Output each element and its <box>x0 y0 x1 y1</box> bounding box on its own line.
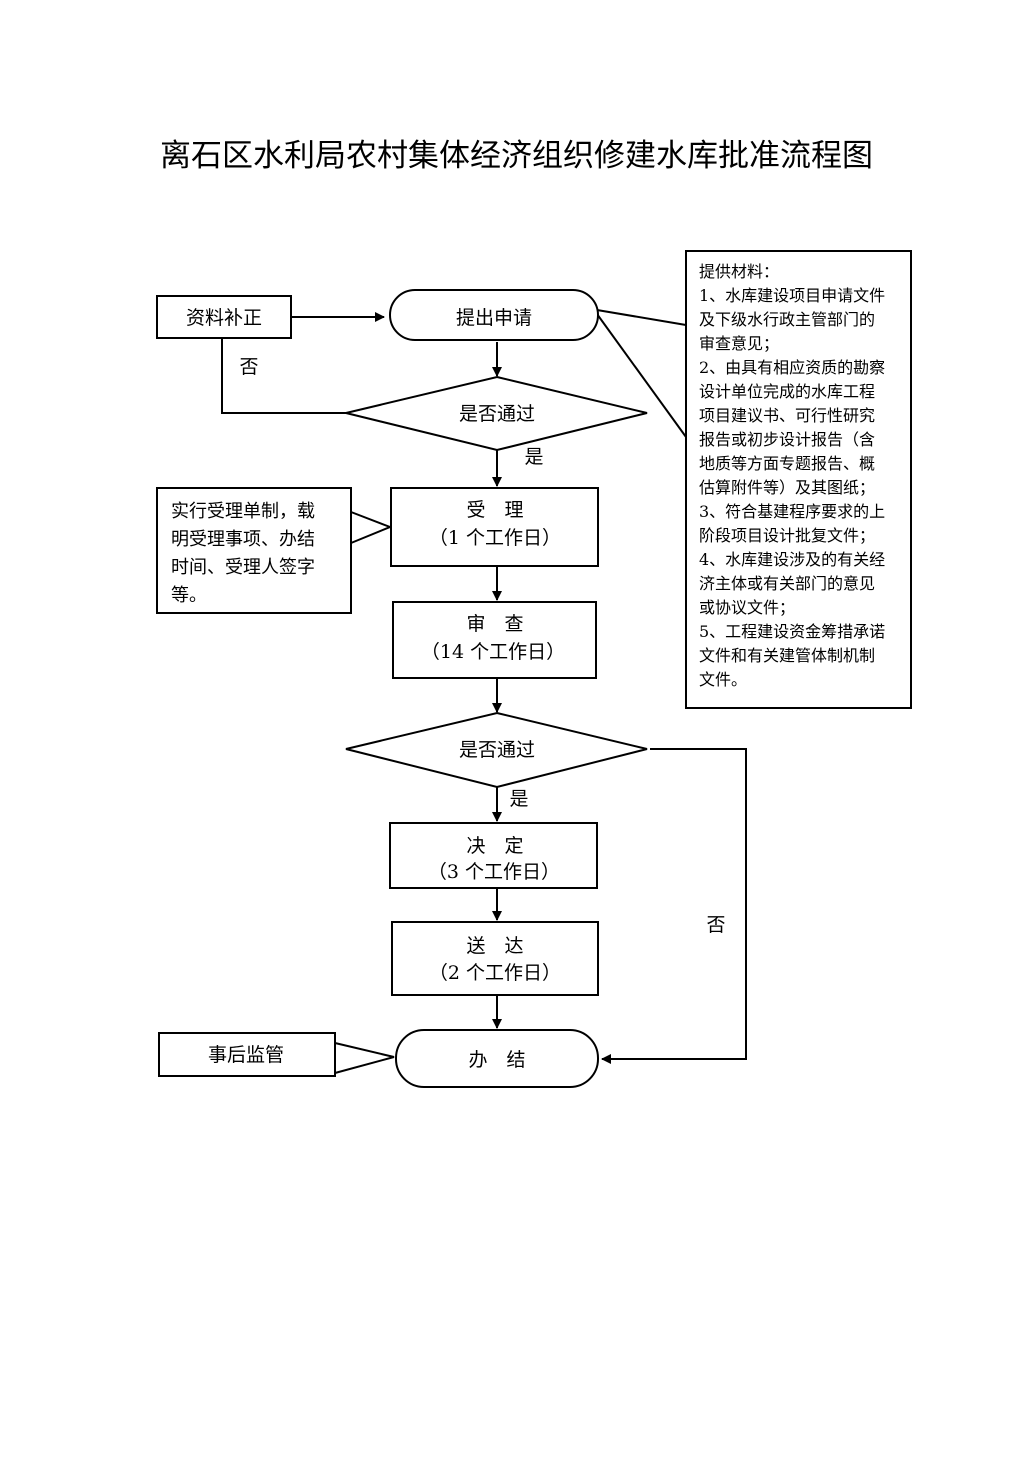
materials-line: 1、水库建设项目申请文件 <box>699 286 885 305</box>
supplement-box <box>156 295 292 339</box>
review-label: 审 查 <box>466 613 523 635</box>
page-title: 离石区水利局农村集体经济组织修建水库批准流程图 <box>160 138 873 174</box>
review-days: （14 个工作日） <box>421 641 565 663</box>
accept-note-line: 等。 <box>171 585 207 606</box>
materials-box <box>685 250 912 709</box>
materials-line: 阶段项目设计批复文件； <box>699 526 875 545</box>
pass1-label: 是否通过 <box>459 403 535 425</box>
arrow-pass2-no-to-finish <box>601 748 747 1064</box>
edge-label-no1: 否 <box>239 356 258 378</box>
decide-days: （3 个工作日） <box>428 861 560 883</box>
pass2-diamond <box>345 711 648 789</box>
accept-box <box>390 487 599 567</box>
callout-apply-upper <box>596 309 687 326</box>
materials-line: 估算附件等）及其图纸； <box>699 478 875 497</box>
deliver-days: （2 个工作日） <box>429 962 561 984</box>
edge-label-yes2: 是 <box>509 788 528 810</box>
materials-line: 文件。 <box>699 670 747 689</box>
accept-label: 受 理 <box>466 499 523 521</box>
supervise-box <box>158 1032 336 1077</box>
deliver-box <box>391 921 599 996</box>
materials-line: 地质等方面专题报告、概 <box>699 454 875 473</box>
materials-line: 项目建议书、可行性研究 <box>699 406 875 425</box>
accept-note-box <box>156 487 352 614</box>
review-box <box>392 601 597 679</box>
decide-box <box>389 822 598 889</box>
apply-label: 提出申请 <box>456 307 532 329</box>
materials-line: 提供材料： <box>699 262 779 281</box>
materials-line: 报告或初步设计报告（含 <box>699 430 875 449</box>
callout-apply-lower <box>596 313 687 438</box>
materials-line: 审查意见； <box>699 334 779 353</box>
materials-line: 设计单位完成的水库工程 <box>699 382 875 401</box>
finish-terminal <box>395 1029 599 1088</box>
materials-line: 或协议文件； <box>699 598 795 617</box>
materials-list: 提供材料： 1、水库建设项目申请文件 及下级水行政主管部门的 审查意见； 2、由… <box>699 262 885 689</box>
deliver-label: 送 达 <box>466 935 523 957</box>
materials-line: 4、水库建设涉及的有关经 <box>699 550 885 569</box>
materials-line: 济主体或有关部门的意见 <box>699 574 875 593</box>
materials-line: 文件和有关建管体制机制 <box>699 646 875 665</box>
callout-accept-note <box>350 511 393 544</box>
edge-label-yes1: 是 <box>524 446 543 468</box>
accept-note-line: 实行受理单制，载 <box>171 501 315 522</box>
finish-label: 办 结 <box>468 1049 525 1071</box>
accept-days: （1 个工作日） <box>429 527 561 549</box>
materials-line: 3、符合基建程序要求的上 <box>699 502 885 521</box>
apply-terminal <box>389 289 599 341</box>
accept-note-line: 时间、受理人签字 <box>171 557 315 578</box>
accept-note-line: 明受理事项、办结 <box>171 529 315 550</box>
materials-line: 及下级水行政主管部门的 <box>699 310 875 329</box>
materials-line: 2、由具有相应资质的勘察 <box>699 358 885 377</box>
supervise-label: 事后监管 <box>208 1044 284 1066</box>
pass1-diamond <box>345 375 648 452</box>
connectors <box>221 312 747 1064</box>
materials-line: 5、工程建设资金筹措承诺 <box>699 622 885 641</box>
decide-label: 决 定 <box>466 835 523 857</box>
callout-supervise <box>334 1042 395 1074</box>
edge-label-no2: 否 <box>706 914 725 936</box>
line-pass1-no-to-supplement <box>221 338 346 414</box>
pass2-label: 是否通过 <box>459 739 535 761</box>
supplement-label: 资料补正 <box>186 307 262 329</box>
